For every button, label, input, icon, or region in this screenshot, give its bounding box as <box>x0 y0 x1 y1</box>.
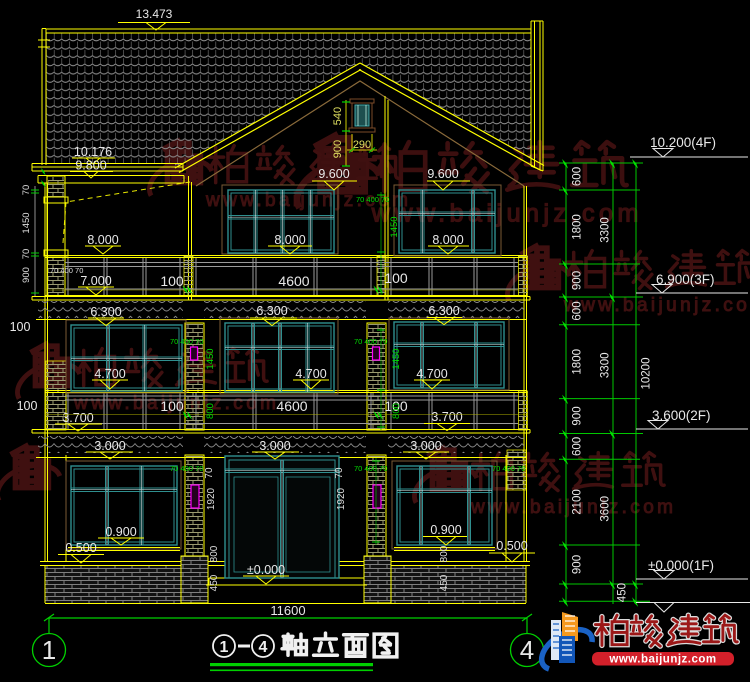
svg-text:1450: 1450 <box>389 216 400 237</box>
svg-text:70: 70 <box>334 467 345 479</box>
svg-text:290: 290 <box>353 139 371 151</box>
svg-text:3.600(2F): 3.600(2F) <box>652 408 711 423</box>
svg-text:800: 800 <box>205 403 216 419</box>
svg-text:9.800: 9.800 <box>75 159 106 173</box>
svg-text:10.200(4F): 10.200(4F) <box>650 135 716 150</box>
svg-text:3.000: 3.000 <box>410 439 441 453</box>
svg-text:7.000: 7.000 <box>80 274 111 288</box>
svg-text:0.500: 0.500 <box>65 541 96 555</box>
svg-text:10200: 10200 <box>641 358 653 390</box>
svg-text:70 400 70: 70 400 70 <box>356 195 389 204</box>
svg-text:8.000: 8.000 <box>274 233 305 247</box>
svg-text:600: 600 <box>572 301 584 320</box>
svg-text:www.baijunjz.com: www.baijunjz.com <box>608 654 716 666</box>
svg-text:3300: 3300 <box>600 353 612 379</box>
svg-text:70 400 70: 70 400 70 <box>354 464 387 473</box>
svg-text:1: 1 <box>220 639 229 656</box>
svg-text:70 400 70: 70 400 70 <box>492 464 525 473</box>
svg-text:6.300: 6.300 <box>428 304 459 318</box>
svg-text:70 400 70: 70 400 70 <box>354 337 387 346</box>
svg-text:6.900(3F): 6.900(3F) <box>656 272 715 287</box>
svg-text:4.700: 4.700 <box>94 367 125 381</box>
svg-text:1: 1 <box>42 635 56 665</box>
svg-text:100: 100 <box>384 398 408 414</box>
svg-text:4.700: 4.700 <box>416 367 447 381</box>
svg-text:3.700: 3.700 <box>62 411 93 425</box>
svg-text:8.000: 8.000 <box>432 233 463 247</box>
svg-text:450: 450 <box>439 574 450 591</box>
svg-text:2100: 2100 <box>572 489 584 515</box>
svg-text:3.000: 3.000 <box>259 439 290 453</box>
svg-text:600: 600 <box>572 167 584 186</box>
svg-text:450: 450 <box>617 583 629 602</box>
svg-text:540: 540 <box>332 107 344 125</box>
svg-text:1800: 1800 <box>572 349 584 375</box>
svg-text:11600: 11600 <box>270 603 305 618</box>
svg-text:6.300: 6.300 <box>90 305 121 319</box>
svg-text:70: 70 <box>204 467 215 479</box>
svg-text:9.600: 9.600 <box>318 167 349 181</box>
svg-text:900: 900 <box>572 555 584 574</box>
svg-text:600: 600 <box>572 437 584 456</box>
svg-text:4.700: 4.700 <box>295 367 326 381</box>
svg-text:900: 900 <box>21 267 32 283</box>
svg-text:100: 100 <box>10 320 31 334</box>
svg-text:13.473: 13.473 <box>136 7 173 21</box>
svg-text:100: 100 <box>17 399 38 413</box>
svg-text:900: 900 <box>332 140 344 158</box>
svg-text:4: 4 <box>520 635 534 665</box>
svg-text:70 400 70: 70 400 70 <box>170 464 203 473</box>
svg-text:70 400 70: 70 400 70 <box>50 266 83 275</box>
svg-text:4: 4 <box>259 639 268 656</box>
svg-text:1450: 1450 <box>391 348 402 369</box>
svg-text:9.600: 9.600 <box>427 167 458 181</box>
svg-text:1450: 1450 <box>21 212 32 233</box>
svg-text:3.700: 3.700 <box>431 410 462 424</box>
svg-text:70: 70 <box>21 249 32 260</box>
svg-text:100: 100 <box>160 273 184 289</box>
svg-text:3600: 3600 <box>600 496 612 522</box>
svg-text:8.000: 8.000 <box>87 233 118 247</box>
svg-text:6.300: 6.300 <box>256 304 287 318</box>
svg-text:0.900: 0.900 <box>430 523 461 537</box>
svg-text:900: 900 <box>572 271 584 290</box>
svg-text:1450: 1450 <box>205 348 216 369</box>
svg-text:800: 800 <box>209 545 220 562</box>
svg-text:800: 800 <box>439 545 450 562</box>
svg-text:4600: 4600 <box>276 398 307 414</box>
svg-text:450: 450 <box>209 574 220 591</box>
svg-text:4600: 4600 <box>278 273 309 289</box>
svg-text:100: 100 <box>384 270 408 286</box>
svg-text:1920: 1920 <box>206 487 217 510</box>
svg-text:±0.000(1F): ±0.000(1F) <box>648 558 714 573</box>
svg-text:10.176: 10.176 <box>74 145 112 159</box>
svg-text:1800: 1800 <box>572 214 584 240</box>
svg-text:3300: 3300 <box>600 217 612 243</box>
svg-text:70: 70 <box>21 185 32 196</box>
svg-text:0.500: 0.500 <box>496 539 527 553</box>
svg-text:0.900: 0.900 <box>105 525 136 539</box>
svg-text:±0.000: ±0.000 <box>247 563 285 577</box>
svg-text:70 400 70: 70 400 70 <box>170 337 203 346</box>
svg-text:100: 100 <box>160 398 184 414</box>
svg-text:900: 900 <box>572 406 584 425</box>
svg-text:3.000: 3.000 <box>94 439 125 453</box>
svg-text:1920: 1920 <box>336 487 347 510</box>
svg-text:800: 800 <box>391 403 402 419</box>
